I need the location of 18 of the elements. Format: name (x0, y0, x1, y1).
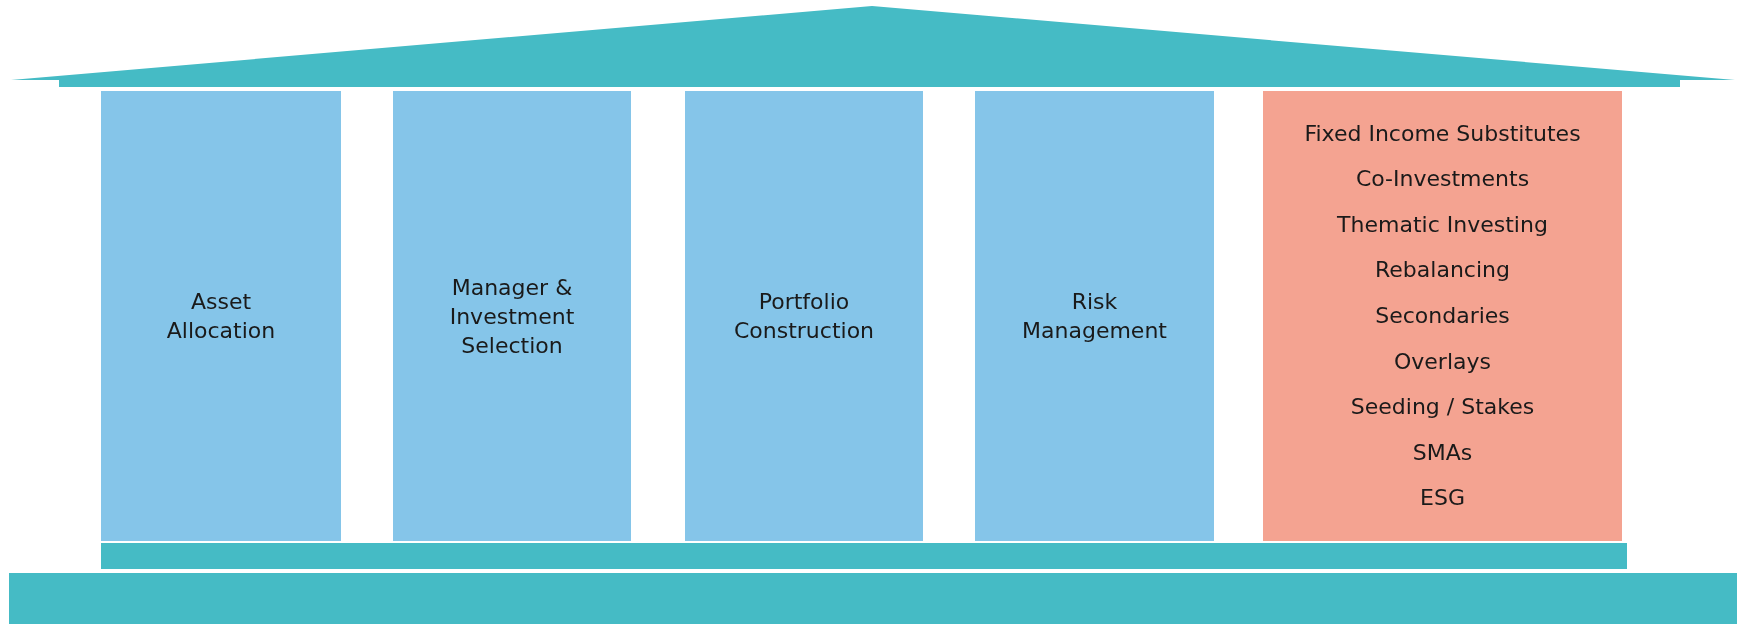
pillar (975, 91, 1214, 541)
pillar-label: Portfolio Construction (732, 288, 876, 345)
pillar-label: Secondaries (1375, 302, 1510, 329)
pillar (1263, 91, 1622, 541)
pillar (101, 91, 341, 541)
pillar-label: Seeding / Stakes (1350, 394, 1535, 421)
pillar (393, 91, 631, 541)
pillar-label: Asset Allocation (165, 288, 277, 345)
pillar-label: Overlays (1394, 348, 1491, 375)
pillar-label: Manager & Investment Selection (448, 273, 576, 360)
pillar-label: ESG (1420, 485, 1465, 512)
pillar-label: Fixed Income Substitutes (1304, 120, 1581, 147)
pillar-label: SMAs (1412, 439, 1473, 466)
pillar-label: Rebalancing (1375, 257, 1510, 284)
pillar-label: Thematic Investing (1337, 211, 1548, 238)
pillar-label: Co-Investments (1355, 166, 1530, 193)
pillar (685, 91, 923, 541)
pillar-label: Risk Management (1021, 288, 1168, 345)
